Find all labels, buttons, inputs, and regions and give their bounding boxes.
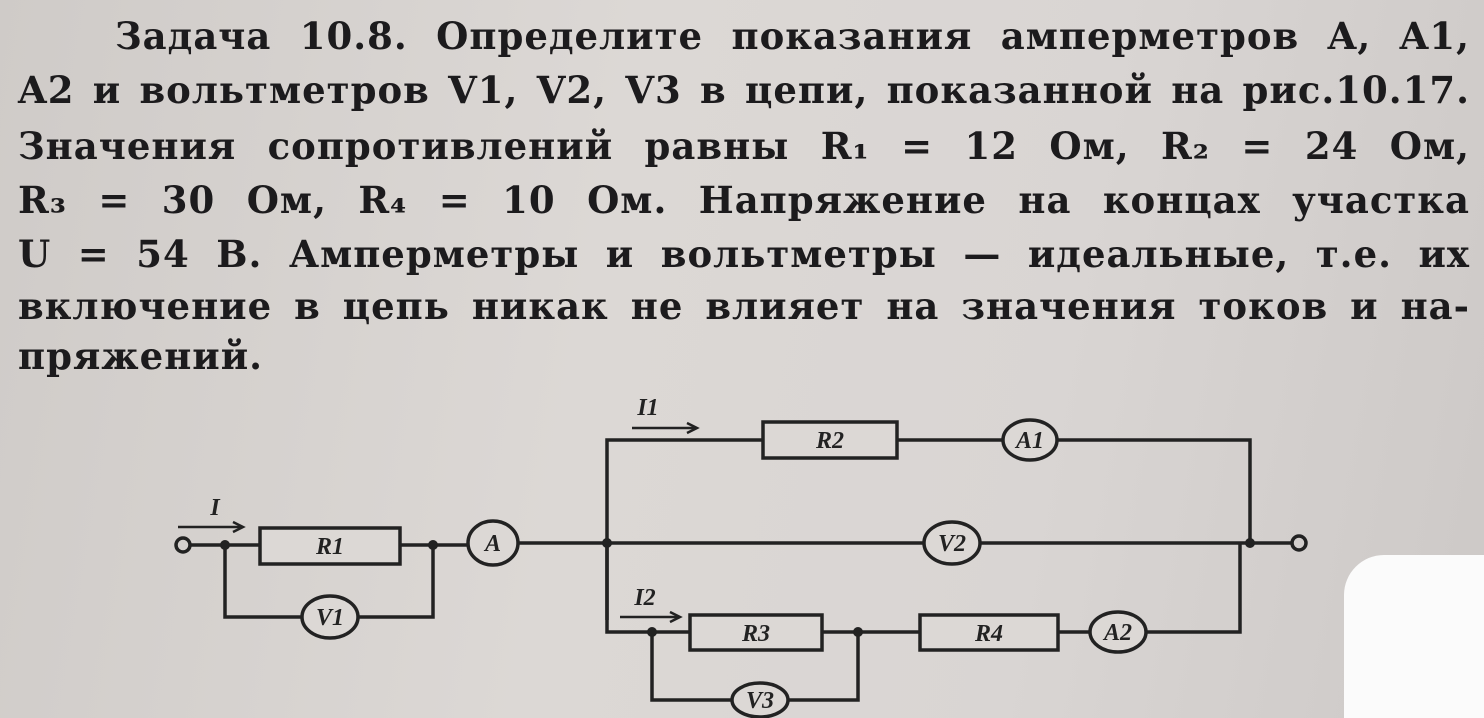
text-line-7: пряжений.	[18, 334, 264, 378]
ammeter-A: A	[483, 531, 501, 557]
label-I1: I1	[636, 395, 658, 421]
text-line-2: A2 и вольтметров V1, V2, V3 в цепи, пока…	[18, 68, 1470, 112]
label-R1: R1	[315, 534, 344, 560]
label-R4: R4	[974, 621, 1003, 647]
label-R2: R2	[815, 428, 844, 454]
label-I: I	[209, 495, 221, 521]
ammeter-A1: A1	[1014, 428, 1044, 454]
arrows	[178, 421, 700, 624]
text-line-4: R₃ = 30 Ом, R₄ = 10 Ом. Напряжение на ко…	[18, 178, 1470, 222]
voltmeter-V3: V3	[746, 688, 774, 714]
resistors	[258, 420, 1060, 652]
voltmeter-V1: V1	[316, 605, 344, 631]
white-patch	[1344, 555, 1484, 718]
label-R3: R3	[741, 621, 770, 647]
ammeter-A2: A2	[1102, 620, 1132, 646]
text-line-3: Значения сопротивлений равны R₁ = 12 Ом,…	[18, 124, 1470, 168]
text-line-1: Задача 10.8. Определите показания амперм…	[115, 14, 1470, 58]
text-line-6: включение в цепь никак не влияет на знач…	[18, 284, 1470, 328]
wires	[174, 438, 1308, 702]
meters	[300, 418, 1148, 718]
label-I2: I2	[633, 585, 655, 611]
voltmeter-V2: V2	[938, 531, 966, 557]
text-line-5: U = 54 В. Амперметры и вольтметры — идеа…	[18, 232, 1470, 276]
